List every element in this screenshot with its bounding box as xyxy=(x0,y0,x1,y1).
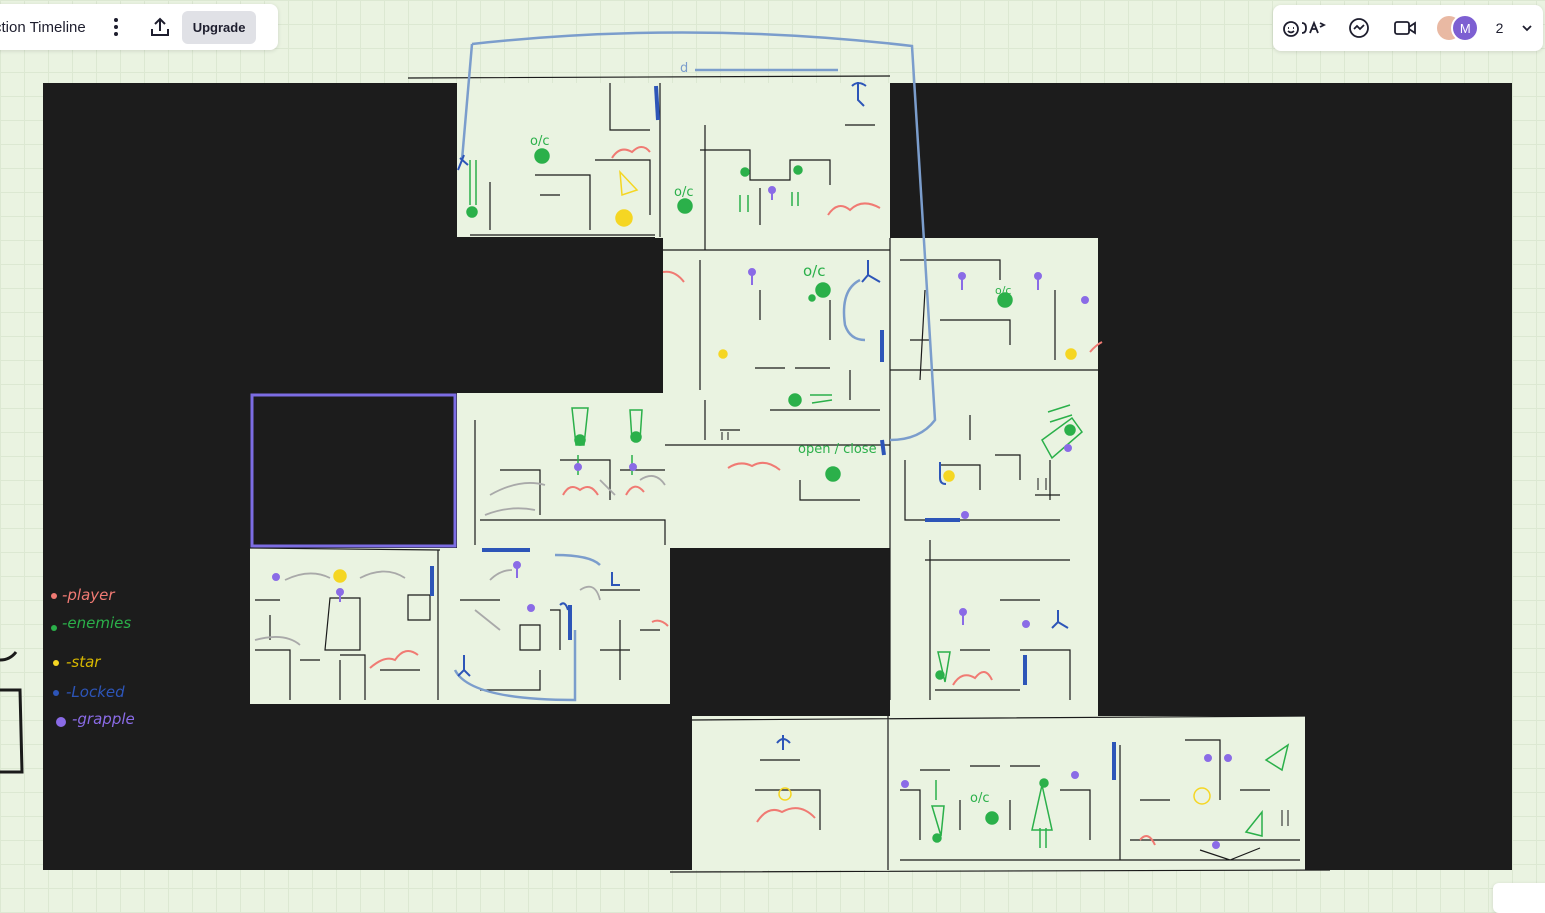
annotation-oc-5: o/c xyxy=(970,791,989,806)
room-top-center[interactable] xyxy=(655,83,890,238)
legend-star: -star xyxy=(66,653,101,671)
legend-grapple: -grapple xyxy=(72,710,135,728)
room-lower-far-left[interactable] xyxy=(250,548,440,704)
room-mid-left[interactable] xyxy=(457,393,669,549)
room-bottom-center[interactable] xyxy=(890,716,1118,870)
legend-locked: -Locked xyxy=(66,683,125,701)
room-bottom-right[interactable] xyxy=(1118,716,1305,870)
annotation-d: d xyxy=(680,61,688,76)
annotation-oc-2: o/c xyxy=(674,185,693,200)
room-mid-center[interactable] xyxy=(665,393,890,548)
room-lower-left[interactable] xyxy=(440,548,670,704)
room-upper-middle[interactable] xyxy=(663,238,890,393)
room-lower-right[interactable] xyxy=(890,548,1098,716)
offscreen-sketch xyxy=(0,652,22,772)
selected-frame[interactable] xyxy=(252,395,455,546)
legend-player: -player xyxy=(62,586,115,604)
legend-enemies: -enemies xyxy=(62,614,131,632)
annotation-open-close: open / close xyxy=(798,442,877,457)
annotation-oc-3: o/c xyxy=(803,262,825,280)
annotation-oc-4: o/c xyxy=(995,284,1011,297)
zoom-controls[interactable] xyxy=(1493,883,1545,913)
annotation-oc-1: o/c xyxy=(530,134,549,149)
